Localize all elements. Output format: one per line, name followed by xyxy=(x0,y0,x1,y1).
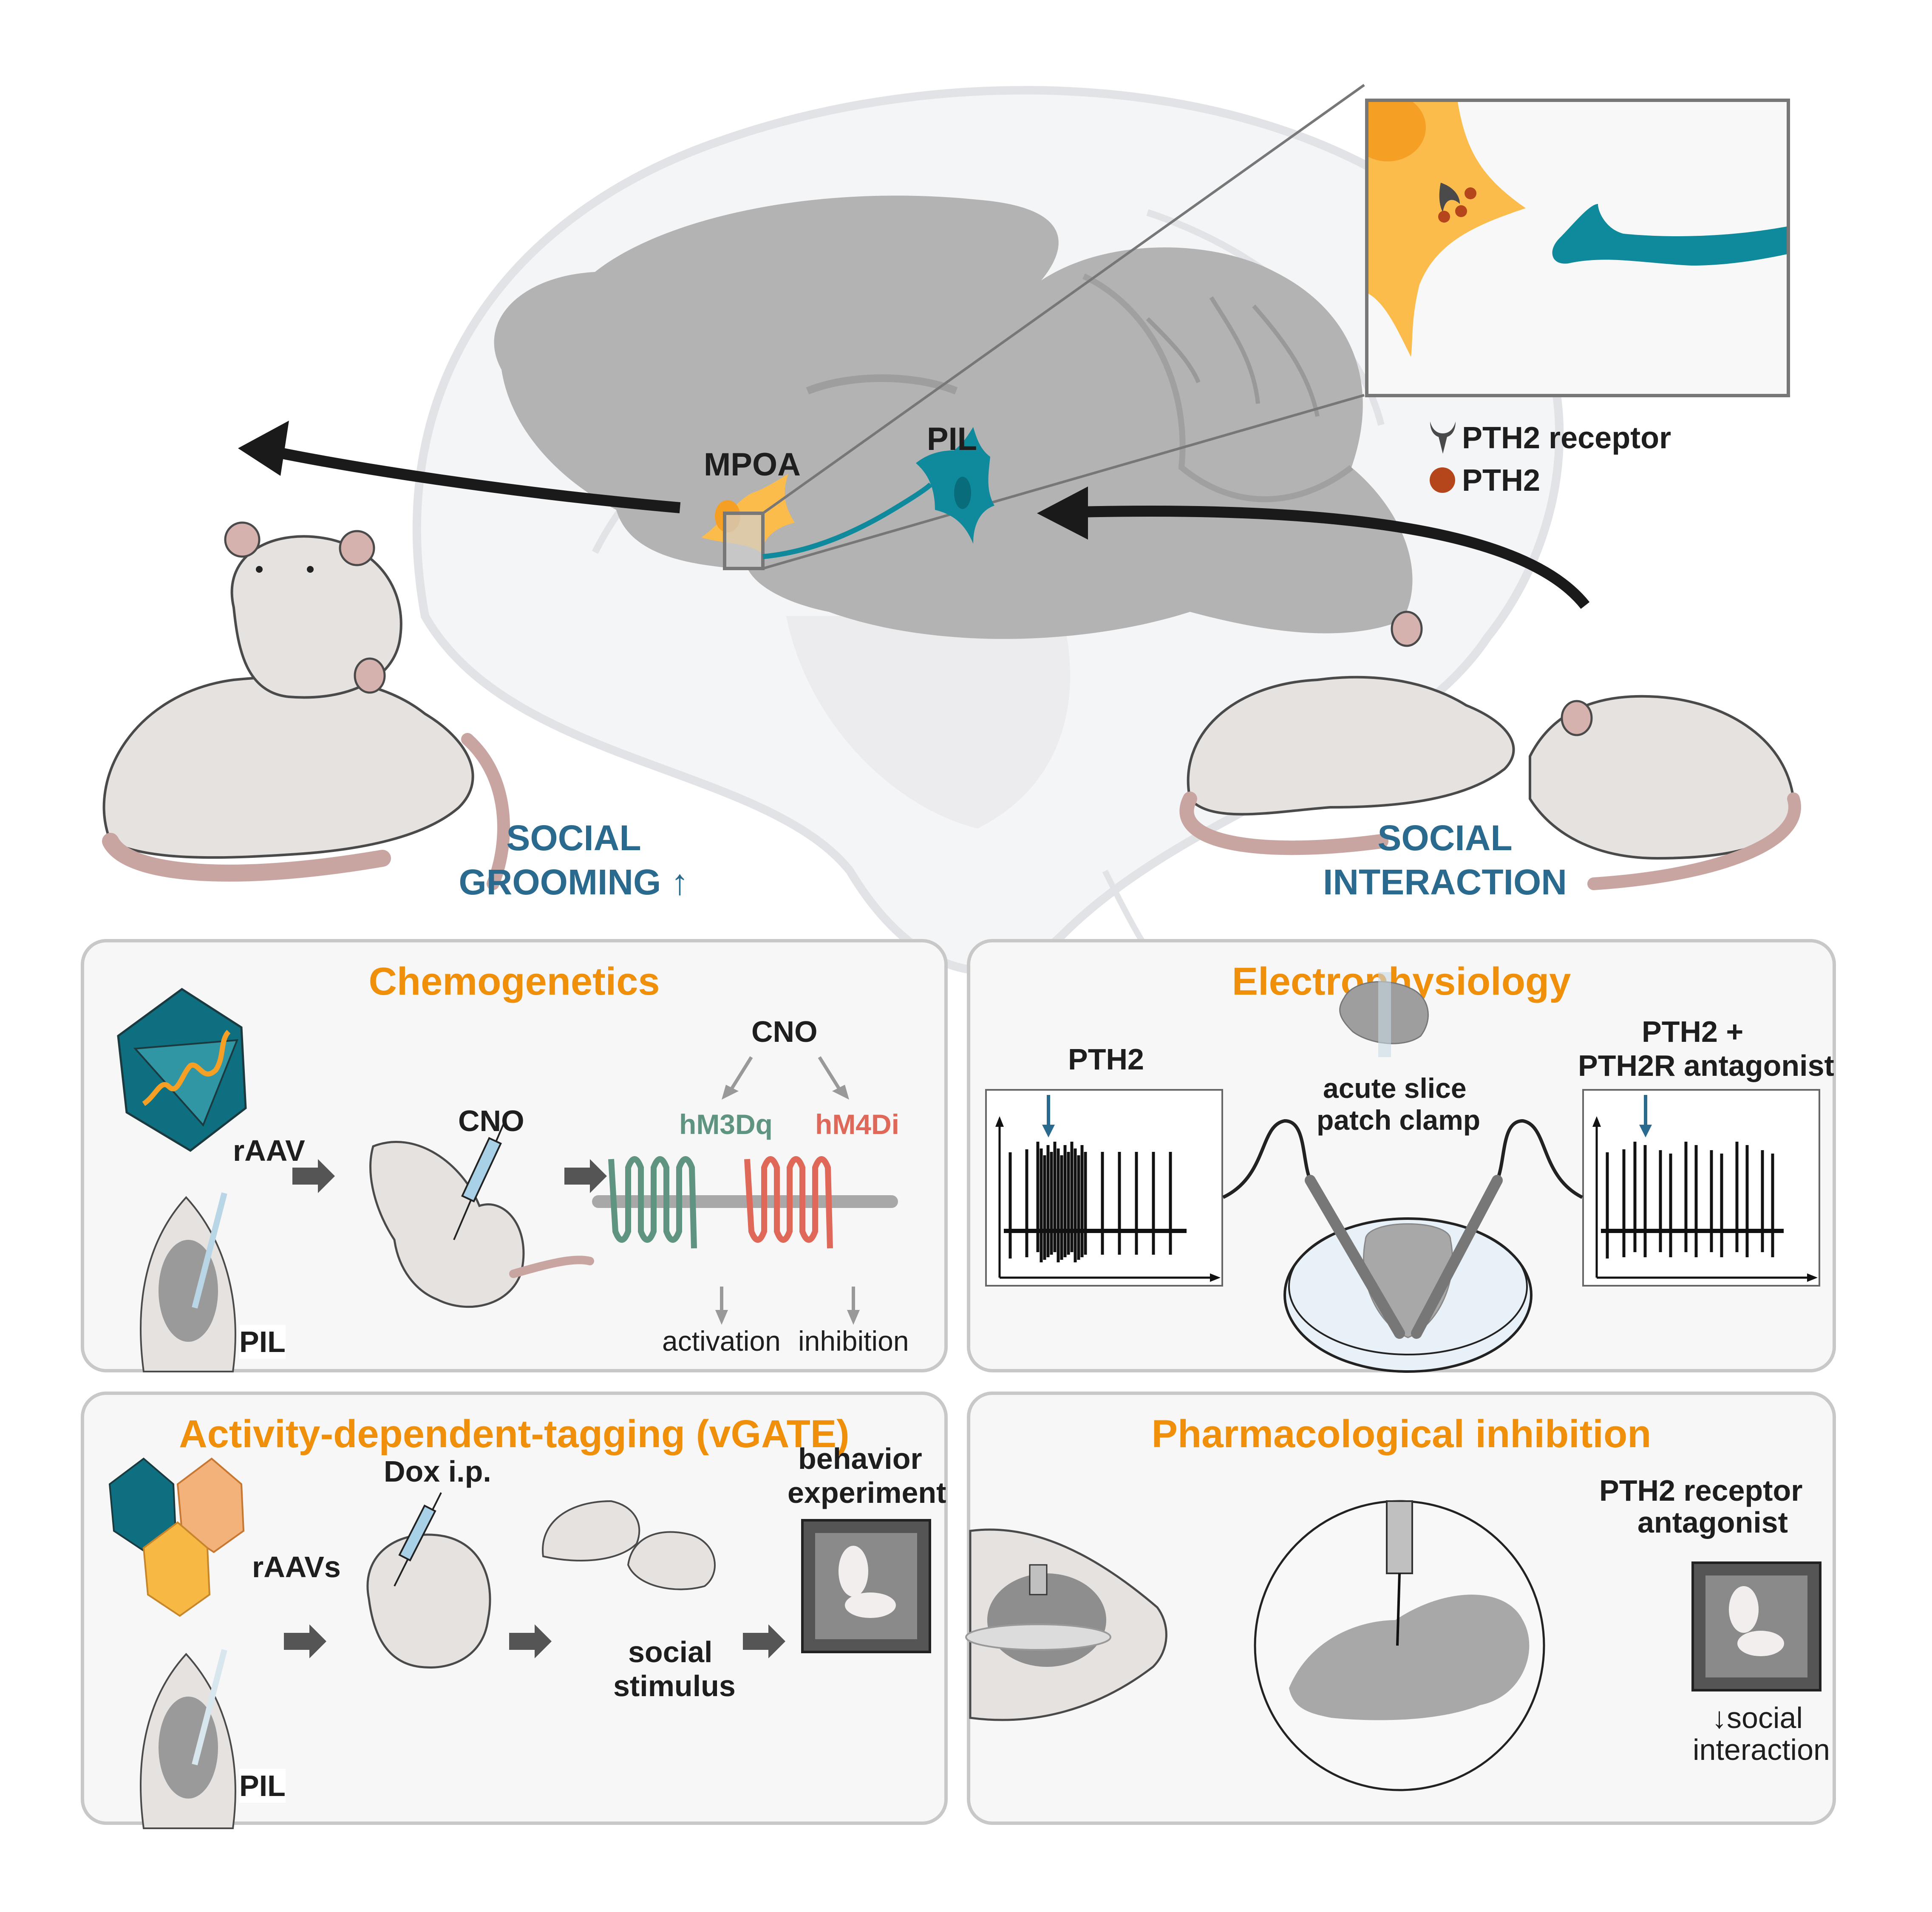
legend-label-peptide: PTH2 xyxy=(1462,464,1541,498)
interaction-line2: INTERACTION xyxy=(1323,862,1567,902)
raav-label: rAAV xyxy=(233,1134,305,1167)
trace-axes xyxy=(998,1125,1212,1279)
behavior-experiment-label-2: experiment xyxy=(788,1476,946,1509)
antagonist-label-1: PTH2 receptor xyxy=(1599,1474,1803,1507)
hm3dq-label: hM3Dq xyxy=(679,1109,773,1140)
result-label-1: ↓social xyxy=(1712,1701,1803,1735)
flow-arrow-1 xyxy=(292,1159,335,1193)
panel-pharmacology: Pharmacological inhibition PTH2 receptor… xyxy=(965,1392,1836,1825)
x-axis-arrow xyxy=(1210,1273,1221,1282)
grooming-rats-illustration xyxy=(102,521,510,890)
drug-application-arrowhead xyxy=(1639,1125,1652,1137)
grooming-line2-wrap: GROOMING ↑ xyxy=(425,860,722,904)
flow-arrow-2 xyxy=(509,1624,552,1658)
y-axis-arrow xyxy=(995,1116,1004,1127)
raav-capsid-icon xyxy=(117,987,247,1152)
inhibition-label: inhibition xyxy=(798,1325,909,1357)
sagittal-brain xyxy=(494,84,1413,639)
mpoa-label: MPOA xyxy=(704,447,801,483)
hm4di-receptor-icon xyxy=(744,1156,833,1249)
projection-arrows xyxy=(238,421,1590,609)
legend-item-receptor: PTH2 receptor xyxy=(1428,421,1725,459)
spike-trace-pth2 xyxy=(995,1095,1221,1282)
arrow-head-right xyxy=(1037,486,1088,540)
grooming-line1: SOCIAL xyxy=(506,818,641,858)
behavior-arena-icon xyxy=(801,1519,931,1653)
trace-box-pth2 xyxy=(985,1089,1223,1287)
patch-clamp-rig xyxy=(1222,1119,1583,1373)
spike-trace-antagonist xyxy=(1592,1095,1818,1282)
social-grooming-label: SOCIAL GROOMING ↑ xyxy=(425,816,722,904)
behavior-arena-icon xyxy=(1691,1561,1822,1691)
panel-title-vgate: Activity-dependent-tagging (vGATE) xyxy=(179,1412,850,1456)
y-axis-arrow xyxy=(1592,1116,1601,1127)
social-stimulus-label-1: social xyxy=(628,1635,713,1669)
mouse-topview-injection xyxy=(140,1649,236,1829)
grooming-line2: GROOMING xyxy=(459,862,661,902)
increase-arrow-icon: ↑ xyxy=(671,862,689,902)
interaction-rats-illustration xyxy=(1179,611,1801,890)
hm3dq-receptor-icon xyxy=(608,1156,697,1249)
cno-injection-label: CNO xyxy=(458,1104,524,1137)
result-text-1: social xyxy=(1727,1701,1803,1734)
decrease-arrow-icon: ↓ xyxy=(1712,1701,1727,1734)
rat-rearing-illustration xyxy=(369,1120,594,1308)
rat-front-injection xyxy=(366,1492,491,1669)
patch-clamp-label: patch clamp xyxy=(1317,1104,1481,1136)
raav-capsids-icon xyxy=(108,1457,245,1617)
result-label-2: interaction xyxy=(1693,1733,1830,1766)
drug-application-arrowhead xyxy=(1042,1125,1055,1137)
pil-label: PIL xyxy=(926,421,977,457)
panel-vgate: Activity-dependent-tagging (vGATE) rAAVs… xyxy=(81,1392,948,1829)
arrow-head-left xyxy=(238,421,289,476)
mouse-topview-injection xyxy=(140,1192,236,1372)
acute-slice-label: acute slice xyxy=(1323,1072,1467,1104)
synapse-inset xyxy=(1365,99,1790,397)
cno-top-label: CNO xyxy=(751,1015,818,1048)
flow-arrow-3 xyxy=(743,1624,785,1658)
hm4di-label: hM4Di xyxy=(815,1109,899,1140)
cno-branch-arrows xyxy=(722,1056,849,1100)
legend-label-receptor: PTH2 receptor xyxy=(1462,421,1671,455)
trace-axes xyxy=(1595,1125,1809,1279)
outcome-arrows xyxy=(715,1287,860,1325)
arrow-from-interaction xyxy=(1079,506,1590,609)
raavs-label: rAAVs xyxy=(252,1550,341,1584)
arrow-to-grooming xyxy=(266,445,681,513)
antagonist-label-2: antagonist xyxy=(1637,1506,1788,1539)
behavior-experiment-label-1: behavior xyxy=(798,1442,922,1475)
trace-box-antagonist xyxy=(1582,1089,1820,1287)
social-interaction-label: SOCIAL INTERACTION xyxy=(1275,816,1615,904)
panel-title-chemogenetics: Chemogenetics xyxy=(368,960,660,1003)
panel-title-pharmacology: Pharmacological inhibition xyxy=(1151,1412,1652,1456)
receptor-icon xyxy=(1430,421,1456,454)
peptide-dot-icon xyxy=(1430,467,1455,493)
x-axis-arrow xyxy=(1807,1273,1818,1282)
legend-item-peptide: PTH2 xyxy=(1428,463,1640,501)
sagittal-brain-slice-icon xyxy=(1339,972,1429,1057)
trace-label-antagonist-2: PTH2R antagonist xyxy=(1578,1049,1834,1082)
pil-injection-label: PIL xyxy=(239,1325,286,1359)
flow-arrow-1 xyxy=(284,1624,326,1658)
membrane-receptors xyxy=(592,1156,898,1249)
interaction-line1: SOCIAL xyxy=(1377,818,1513,858)
trace-label-pth2: PTH2 xyxy=(1068,1043,1144,1076)
panel-chemogenetics: Chemogenetics rAAV PIL CNO CNO hM3Dq hM4… xyxy=(81,939,948,1372)
social-stimulus-label-2: stimulus xyxy=(613,1669,736,1703)
activation-label: activation xyxy=(662,1325,781,1357)
dox-ip-label: Dox i.p. xyxy=(384,1455,491,1488)
pil-injection-label: PIL xyxy=(239,1769,286,1803)
social-stimulus-rats xyxy=(542,1500,716,1590)
magnified-brain-circle xyxy=(1254,1500,1545,1791)
flow-arrow-2 xyxy=(564,1159,607,1193)
mouse-topview-cannula xyxy=(965,1528,1167,1721)
trace-label-antagonist-1: PTH2 + xyxy=(1642,1015,1744,1048)
panel-electrophysiology: Electrophysiology PTH2 PTH2 + PTH2R anta… xyxy=(967,939,1836,1373)
